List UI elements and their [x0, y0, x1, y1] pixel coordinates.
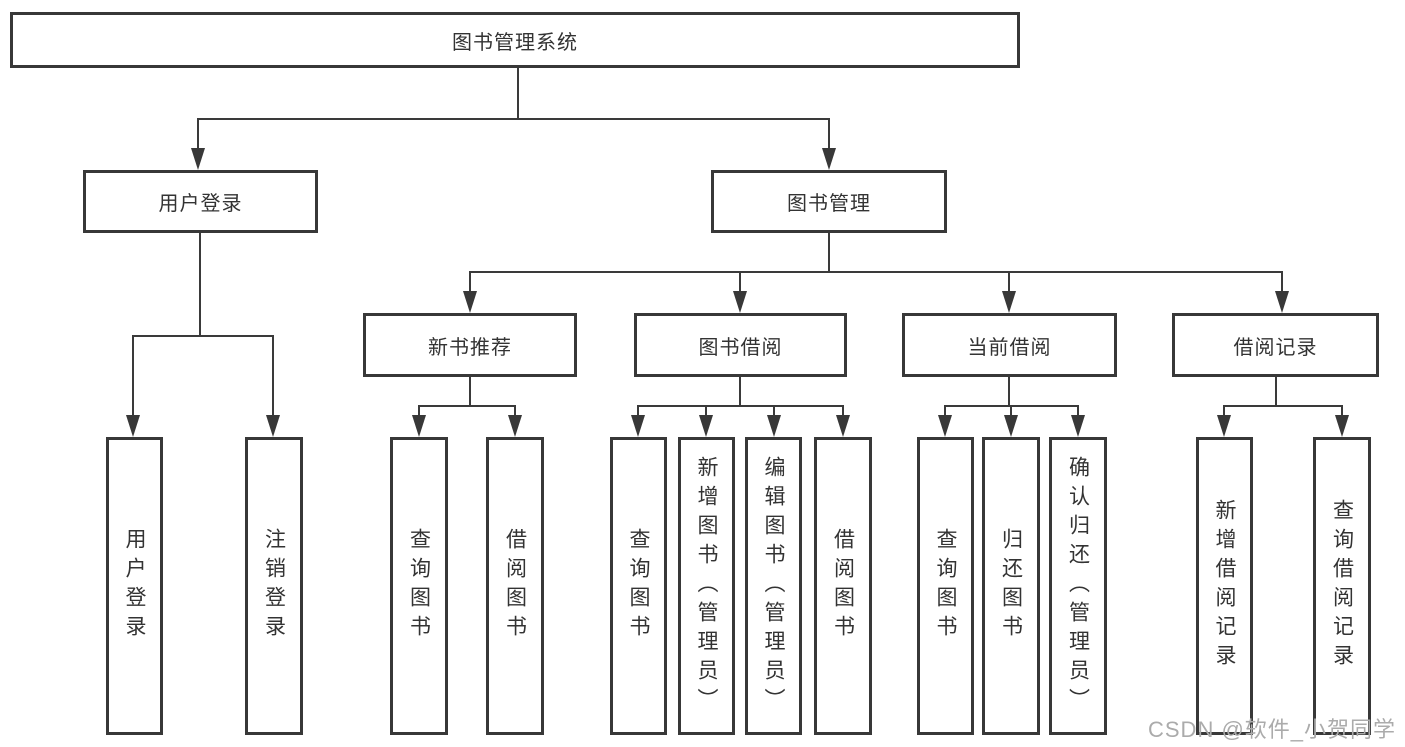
connector-line	[517, 68, 519, 120]
connector-line	[197, 118, 199, 150]
connector-line	[132, 335, 134, 417]
connector-line	[1341, 405, 1343, 417]
connector-arrow	[938, 415, 952, 437]
leaf-borrow-books-borrowing-label: 借阅图书	[831, 528, 855, 644]
connector-arrow	[1335, 415, 1349, 437]
leaf-query-books-recommend-label: 查询图书	[407, 528, 431, 644]
connector-arrow	[631, 415, 645, 437]
connector-line	[272, 335, 274, 417]
connector-line	[1223, 405, 1343, 407]
connector-arrow	[126, 415, 140, 437]
node-book-borrowing-label: 图书借阅	[698, 336, 783, 359]
node-root-label: 图书管理系统	[452, 31, 578, 54]
connector-line	[1010, 405, 1012, 417]
connector-arrow	[822, 148, 836, 170]
leaf-user-login: 用户登录	[106, 437, 163, 735]
leaf-edit-book-admin: 编辑图书（管理员）	[745, 437, 802, 735]
leaf-confirm-return-admin-label: 确认归还（管理员）	[1066, 455, 1090, 717]
leaf-query-books-current-label: 查询图书	[934, 528, 957, 644]
leaf-add-book-admin: 新增图书（管理员）	[678, 437, 735, 735]
connector-arrow	[412, 415, 426, 437]
leaf-query-borrow-record-label: 查询借阅记录	[1330, 499, 1354, 673]
node-current-borrowing-label: 当前借阅	[967, 336, 1052, 359]
connector-line	[637, 405, 844, 407]
node-root: 图书管理系统	[10, 12, 1020, 68]
leaf-query-borrow-record: 查询借阅记录	[1313, 437, 1371, 735]
connector-line	[1008, 271, 1010, 293]
node-user-login-branch-label: 用户登录	[158, 193, 243, 215]
csdn-watermark: CSDN @软件_小贺同学	[1148, 717, 1397, 742]
leaf-borrow-books-recommend-label: 借阅图书	[503, 528, 527, 644]
connector-arrow	[266, 415, 280, 437]
leaf-user-login-label: 用户登录	[123, 528, 146, 644]
connector-line	[1008, 377, 1010, 407]
leaf-query-books-borrowing-label: 查询图书	[627, 528, 650, 644]
connector-line	[1275, 377, 1277, 407]
node-new-book-recommend: 新书推荐	[363, 313, 577, 377]
connector-line	[418, 405, 420, 417]
leaf-return-book-label: 归还图书	[999, 528, 1023, 644]
node-new-book-recommend-label: 新书推荐	[428, 336, 512, 359]
node-borrowing-records-label: 借阅记录	[1233, 336, 1318, 359]
connector-arrow	[1217, 415, 1231, 437]
connector-line	[944, 405, 946, 417]
connector-arrow	[191, 148, 205, 170]
leaf-query-books-borrowing: 查询图书	[610, 437, 667, 735]
connector-line	[1281, 271, 1283, 293]
leaf-add-borrow-record: 新增借阅记录	[1196, 437, 1253, 735]
leaf-confirm-return-admin: 确认归还（管理员）	[1049, 437, 1107, 735]
node-book-management-branch: 图书管理	[711, 170, 947, 233]
connector-line	[828, 118, 830, 150]
node-book-borrowing: 图书借阅	[634, 313, 847, 377]
leaf-edit-book-admin-label: 编辑图书（管理员）	[762, 455, 785, 717]
connector-arrow	[508, 415, 522, 437]
connector-line	[132, 335, 274, 337]
connector-line	[418, 405, 516, 407]
leaf-return-book: 归还图书	[982, 437, 1040, 735]
connector-line	[1077, 405, 1079, 417]
connector-arrow	[1002, 291, 1016, 313]
connector-line	[514, 405, 516, 417]
connector-line	[1223, 405, 1225, 417]
connector-line	[198, 118, 830, 120]
leaf-query-books-recommend: 查询图书	[390, 437, 448, 735]
leaf-logout-label: 注销登录	[262, 528, 286, 644]
connector-arrow	[463, 291, 477, 313]
connector-line	[739, 377, 741, 407]
leaf-borrow-books-recommend: 借阅图书	[486, 437, 544, 735]
connector-line	[739, 271, 741, 293]
connector-arrow	[733, 291, 747, 313]
node-borrowing-records: 借阅记录	[1172, 313, 1379, 377]
connector-line	[469, 377, 471, 407]
leaf-logout: 注销登录	[245, 437, 303, 735]
connector-line	[705, 405, 707, 417]
leaf-query-books-current: 查询图书	[917, 437, 974, 735]
connector-line	[469, 271, 1283, 273]
connector-line	[469, 271, 471, 293]
connector-line	[199, 233, 201, 337]
connector-arrow	[836, 415, 850, 437]
leaf-add-book-admin-label: 新增图书（管理员）	[695, 455, 718, 717]
connector-line	[828, 233, 830, 273]
connector-line	[637, 405, 639, 417]
leaf-borrow-books-borrowing: 借阅图书	[814, 437, 872, 735]
node-current-borrowing: 当前借阅	[902, 313, 1117, 377]
node-user-login-branch: 用户登录	[83, 170, 318, 233]
node-book-management-branch-label: 图书管理	[787, 193, 871, 215]
leaf-add-borrow-record-label: 新增借阅记录	[1213, 499, 1236, 673]
connector-line	[842, 405, 844, 417]
connector-line	[773, 405, 775, 417]
connector-arrow	[699, 415, 713, 437]
connector-arrow	[1275, 291, 1289, 313]
connector-arrow	[1004, 415, 1018, 437]
connector-arrow	[767, 415, 781, 437]
connector-arrow	[1071, 415, 1085, 437]
